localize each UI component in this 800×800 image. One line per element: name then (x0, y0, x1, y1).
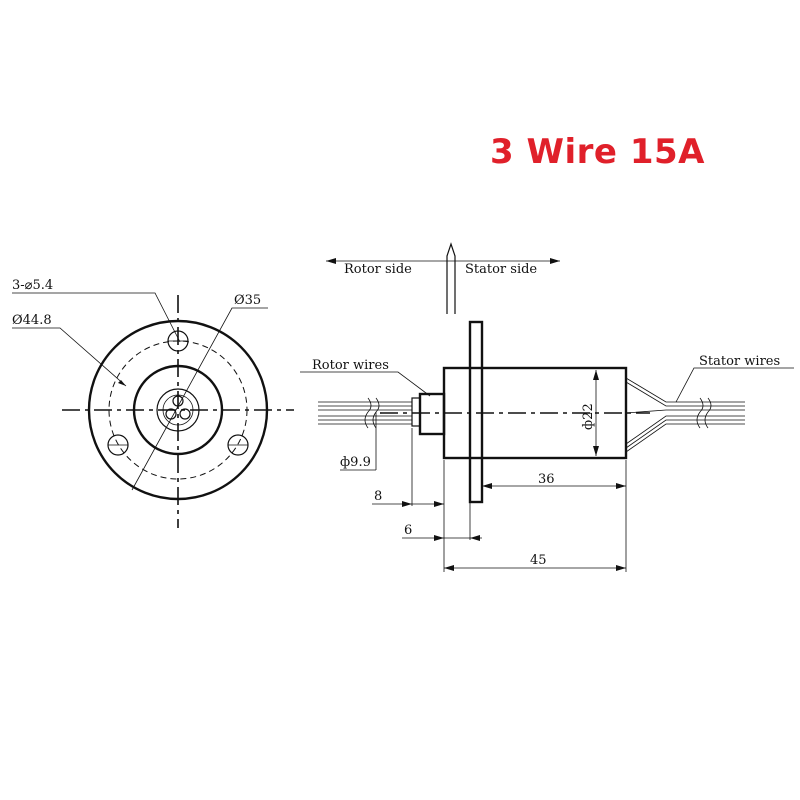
dim-8-label: 8 (374, 489, 382, 504)
stator-wires-leader (675, 367, 794, 403)
hole-leader (12, 292, 181, 343)
flange-outer-circle (87, 319, 269, 501)
dim-36-label: 36 (538, 472, 555, 487)
stator-wires-label: Stator wires (699, 354, 780, 369)
side-view: Rotor side Stator side ф22 (300, 242, 794, 572)
stator-side-label: Stator side (465, 262, 537, 277)
stator-wires (625, 377, 745, 453)
pcd-dimension-label: Ø35 (234, 293, 261, 308)
rotor-wires-label: Rotor wires (312, 358, 389, 373)
dim-6-label: 6 (404, 523, 412, 538)
body-circle (132, 364, 224, 456)
shaft-inner-circle (162, 394, 194, 426)
body-diameter-label: ф22 (581, 403, 596, 430)
rotor-wires (318, 397, 412, 429)
rotor-side-label: Rotor side (344, 262, 412, 277)
wire-core-3 (179, 408, 191, 420)
rotor-shaft (418, 392, 446, 436)
hole-dimension-label: 3-⌀5.4 (12, 278, 53, 293)
front-view: 3-⌀5.4 Ø44.8 Ø35 (12, 278, 294, 528)
mounting-flange (468, 320, 484, 504)
shaft-tip (411, 397, 421, 427)
pcd-leader (131, 307, 268, 491)
rotor-wires-leader (300, 371, 431, 397)
shaft-outer-circle (156, 388, 200, 432)
outer-dimension-label: Ø44.8 (12, 313, 52, 328)
drawing-title: 3 Wire 15A (490, 132, 705, 172)
shaft-diameter-label: ф9.9 (340, 455, 371, 470)
outer-leader (12, 327, 127, 387)
side-boundary-marker (446, 242, 456, 314)
dim-45-label: 45 (530, 553, 547, 568)
